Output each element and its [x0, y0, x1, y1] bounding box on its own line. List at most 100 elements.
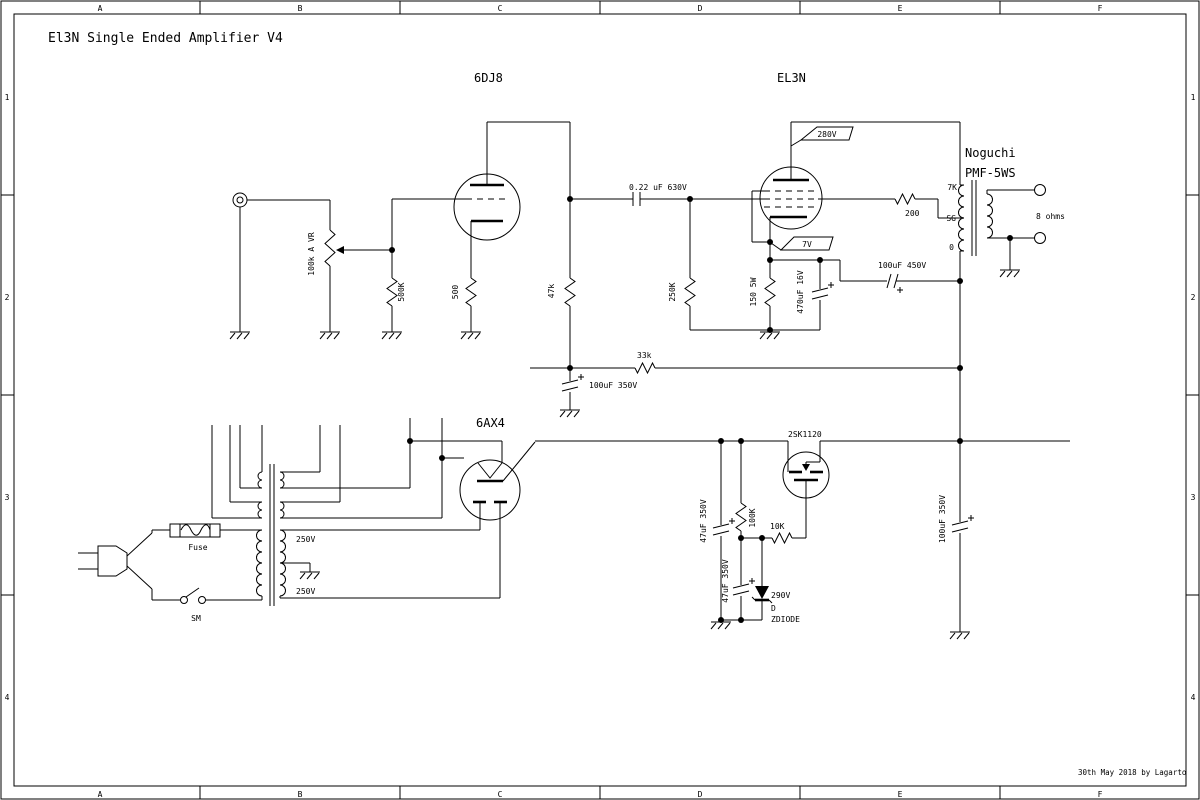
- frame-row-label: 3: [5, 493, 10, 502]
- frame-col-label: F: [1098, 790, 1103, 799]
- frame-row-label: 4: [1191, 693, 1196, 702]
- zener-designator-label: D: [771, 604, 776, 613]
- frame-col-label: A: [98, 790, 103, 799]
- frame-col-label: E: [898, 4, 903, 13]
- output-cathode-network: 150 5W 470uF 16V: [749, 259, 834, 330]
- final-cap-label: 100uF 350V: [938, 495, 947, 543]
- ground-icon: [299, 571, 320, 580]
- opt-tap-0: 0: [949, 243, 954, 252]
- frame-col-label: B: [298, 4, 303, 13]
- mains-switch: SM: [180, 587, 262, 623]
- driver-supply-filter: 33k 100uF 350V: [530, 351, 960, 410]
- frame-col-label: B: [298, 790, 303, 799]
- frame-col-label: E: [898, 790, 903, 799]
- frame-col-label: F: [1098, 4, 1103, 13]
- hv-top-label: 250V: [296, 535, 315, 544]
- psu-cap1: 47uF 350V: [699, 441, 735, 620]
- zener-diode: 290V D ZDIODE: [721, 538, 800, 624]
- coupling-cap-label: 0.22 uF 630V: [629, 183, 687, 192]
- power-tube-el3n: EL3N: [690, 71, 961, 260]
- opt-tap-sg: SG: [946, 214, 956, 223]
- ground-icon: [381, 331, 402, 340]
- ground-icon: [229, 331, 250, 340]
- mains-plug: [78, 529, 180, 601]
- volume-pot: 100k A VR: [307, 200, 392, 332]
- cathode-voltage-label: 7V: [802, 240, 812, 249]
- psu-cap2-label: 47uF 350V: [721, 559, 730, 603]
- schematic-title: El3N Single Ended Amplifier V4: [48, 31, 283, 46]
- fet-regulator-2sk1120: 2SK1120: [782, 430, 830, 538]
- cathode-resistor-label: 500: [451, 285, 460, 300]
- cathode-resistor-500: 500: [451, 277, 477, 332]
- ground-icon: [949, 631, 970, 640]
- rectifier-tube-6ax4: 6AX4: [410, 416, 536, 598]
- frame-col-label: A: [98, 4, 103, 13]
- frame-col-label: C: [498, 790, 503, 799]
- driver-tube-label: 6DJ8: [474, 71, 503, 85]
- ultrapath-cap: 100uF 450V: [820, 259, 960, 293]
- output-cathode-resistor-label: 150 5W: [749, 277, 758, 306]
- hv-bottom-label: 250V: [296, 587, 315, 596]
- grid-resistor-label: 500K: [397, 282, 406, 301]
- plate-voltage-label: 280V: [817, 130, 836, 139]
- fet-label: 2SK1120: [788, 430, 822, 439]
- plate-resistor-label: 47k: [547, 284, 556, 299]
- output-grid-resistor-250k: 250K: [668, 199, 820, 331]
- zener-type-label: ZDIODE: [771, 615, 800, 624]
- frame-col-label: C: [498, 4, 503, 13]
- volume-pot-label: 100k A VR: [307, 232, 316, 276]
- ground-symbols: [229, 269, 1020, 640]
- ground-icon: [319, 331, 340, 340]
- screen-resistor-200: 200: [818, 192, 961, 219]
- fuse-label: Fuse: [188, 543, 207, 552]
- gate-resistor-10k: 10K: [762, 522, 806, 545]
- output-cathode-cap-label: 470uF 16V: [796, 270, 805, 314]
- frame-row-label: 4: [5, 693, 10, 702]
- input-jack: [232, 192, 330, 332]
- psu-cap1-label: 47uF 350V: [699, 499, 708, 543]
- divider-resistor-100k: 100K: [735, 441, 762, 539]
- output-transformer: Noguchi PMF-5WS 7K SG 0 8 ohms: [946, 146, 1065, 281]
- frame-col-label: D: [698, 790, 703, 799]
- plate-resistor-47k: 47k: [547, 199, 576, 368]
- fuse: Fuse: [169, 523, 262, 552]
- driver-filter-cap-label: 100uF 350V: [589, 381, 637, 390]
- dropper-resistor-label: 33k: [637, 351, 652, 360]
- speaker-impedance-label: 8 ohms: [1036, 212, 1065, 221]
- opt-model: PMF-5WS: [965, 166, 1016, 180]
- power-transformer: 250V 250V: [211, 418, 500, 606]
- zener-voltage-label: 290V: [771, 591, 790, 600]
- ultrapath-cap-label: 100uF 450V: [878, 261, 926, 270]
- rectifier-tube-label: 6AX4: [476, 416, 505, 430]
- ground-icon: [759, 331, 780, 340]
- divider-resistor-label: 100K: [748, 508, 757, 527]
- cathode-voltage-flag: 7V: [770, 236, 834, 251]
- ground-icon: [999, 269, 1020, 278]
- gate-resistor-label: 10K: [770, 522, 785, 531]
- screen-resistor-label: 200: [905, 209, 920, 218]
- bplus-rail: 100uF 350V: [938, 281, 974, 632]
- ground-icon: [710, 621, 731, 630]
- switch-label: SM: [191, 614, 201, 623]
- coupling-cap: 0.22 uF 630V: [570, 183, 690, 206]
- power-tube-label: EL3N: [777, 71, 806, 85]
- opt-tap-7k: 7K: [947, 183, 957, 192]
- frame-row-label: 2: [5, 293, 10, 302]
- grid-resistor-500k: 500K: [386, 250, 406, 332]
- opt-brand: Noguchi: [965, 146, 1016, 160]
- frame-row-label: 1: [1191, 93, 1196, 102]
- frame-row-label: 2: [1191, 293, 1196, 302]
- frame-col-label: D: [698, 4, 703, 13]
- ground-icon: [460, 331, 481, 340]
- output-grid-resistor-label: 250K: [668, 282, 677, 301]
- psu-cap2: 47uF 350V: [721, 538, 755, 620]
- plate-voltage-flag: 280V: [790, 126, 854, 147]
- frame-row-label: 1: [5, 93, 10, 102]
- driver-tube-6dj8: 6DJ8: [453, 71, 571, 278]
- ground-icon: [559, 409, 580, 418]
- frame-row-label: 3: [1191, 493, 1196, 502]
- date-note: 30th May 2018 by Lagarto: [1078, 768, 1187, 777]
